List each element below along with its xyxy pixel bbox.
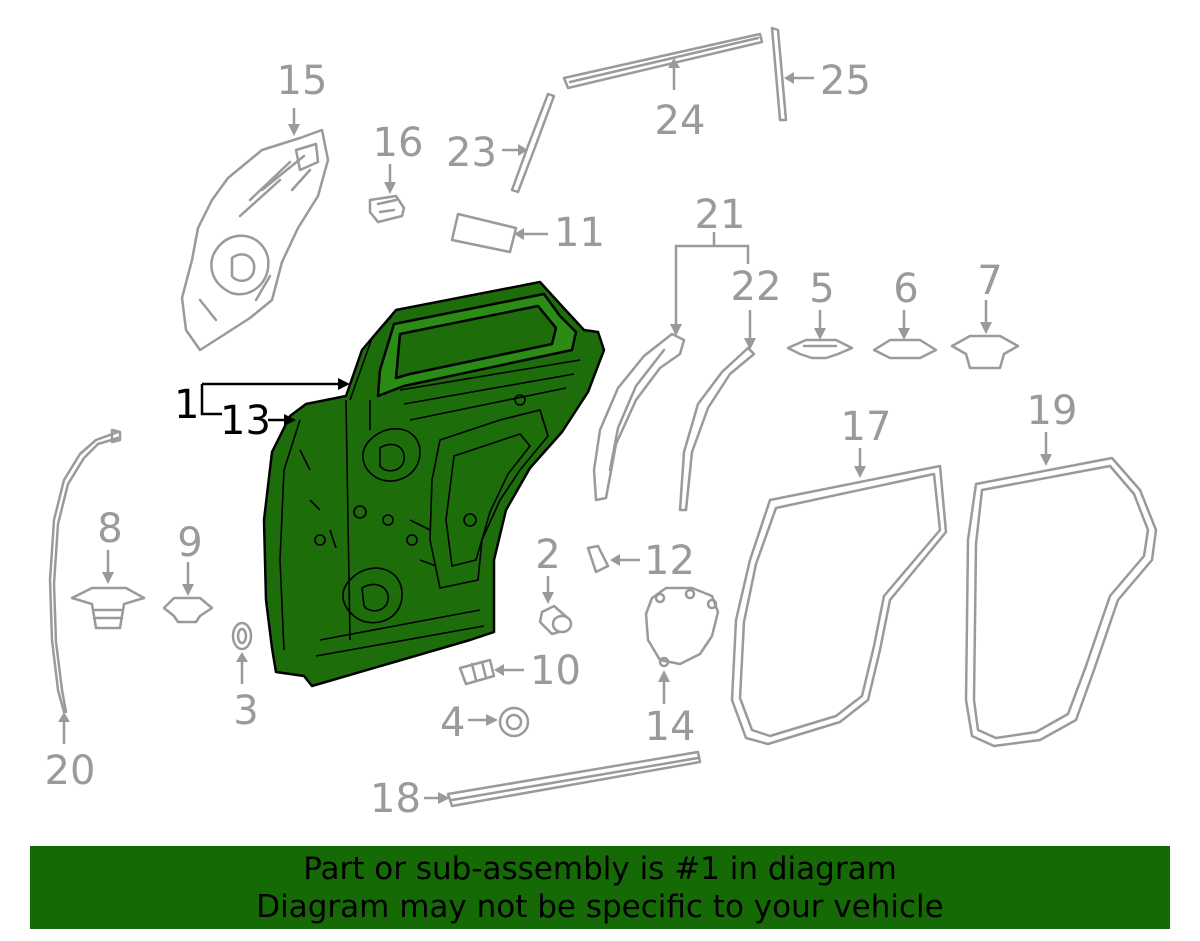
- part-24-belt-moulding[interactable]: [562, 32, 764, 90]
- arrow-19: [1040, 454, 1052, 466]
- part-2-bushing[interactable]: [538, 604, 573, 636]
- callout-22[interactable]: 22: [731, 264, 782, 310]
- callout-11[interactable]: 11: [554, 210, 605, 256]
- arrow-3: [236, 652, 248, 662]
- callout-9[interactable]: 9: [177, 520, 202, 566]
- part-5-plug[interactable]: [786, 338, 854, 360]
- arrow-5: [814, 328, 826, 340]
- leader-21: [674, 244, 750, 332]
- arrow-9: [182, 584, 194, 596]
- callout-24[interactable]: 24: [655, 98, 706, 144]
- banner-line-1: Part or sub-assembly is #1 in diagram: [303, 850, 897, 887]
- leader-1-bracket: [200, 384, 222, 416]
- part-23-run-channel[interactable]: [510, 92, 556, 194]
- info-banner: Part or sub-assembly is #1 in diagram Di…: [30, 846, 1170, 929]
- arrow-21: [670, 324, 682, 336]
- arrow-25: [784, 72, 794, 84]
- part-19-body-weatherstrip[interactable]: [964, 456, 1158, 748]
- banner-line-2: Diagram may not be specific to your vehi…: [256, 888, 944, 925]
- arrow-18: [438, 792, 450, 804]
- callout-14[interactable]: 14: [645, 704, 696, 750]
- part-18-lower-moulding[interactable]: [446, 750, 702, 808]
- callout-19[interactable]: 19: [1027, 388, 1078, 434]
- arrow-22: [744, 338, 756, 350]
- callout-12[interactable]: 12: [644, 538, 695, 584]
- arrow-20: [58, 712, 70, 722]
- callout-20[interactable]: 20: [45, 748, 96, 794]
- part-10-bracket[interactable]: [458, 658, 496, 686]
- part-17-door-weatherstrip[interactable]: [730, 464, 948, 746]
- callout-7[interactable]: 7: [977, 258, 1002, 304]
- arrow-12: [610, 554, 620, 566]
- arrow-8: [102, 572, 114, 584]
- callout-13[interactable]: 13: [220, 398, 271, 444]
- callout-5[interactable]: 5: [809, 266, 834, 312]
- callout-4[interactable]: 4: [440, 700, 465, 746]
- callout-21[interactable]: 21: [695, 192, 746, 238]
- callout-15[interactable]: 15: [277, 58, 328, 104]
- part-12-pad[interactable]: [586, 544, 610, 574]
- part-9-plug[interactable]: [162, 596, 214, 624]
- arrow-4: [486, 714, 498, 726]
- callout-2[interactable]: 2: [535, 532, 560, 578]
- callout-1[interactable]: 1: [174, 382, 199, 428]
- part-22-run-strip[interactable]: [678, 346, 756, 512]
- part-15-door-module-carrier[interactable]: [180, 128, 330, 352]
- callout-18[interactable]: 18: [370, 776, 421, 822]
- callout-3[interactable]: 3: [233, 688, 258, 734]
- arrow-1: [338, 378, 350, 390]
- part-4-grommet[interactable]: [498, 706, 530, 738]
- arrow-11: [514, 228, 524, 240]
- callout-16[interactable]: 16: [373, 120, 424, 166]
- part-3-grommet[interactable]: [231, 621, 253, 651]
- arrow-15: [288, 124, 300, 136]
- arrow-6: [898, 328, 910, 340]
- callout-10[interactable]: 10: [530, 648, 581, 694]
- callout-17[interactable]: 17: [841, 404, 892, 450]
- part-7-plug[interactable]: [950, 334, 1020, 370]
- callout-6[interactable]: 6: [893, 266, 918, 312]
- arrow-2: [542, 592, 554, 604]
- arrow-16: [384, 182, 396, 194]
- arrow-14: [658, 670, 670, 682]
- arrow-10: [494, 664, 504, 676]
- arrow-23: [518, 144, 528, 156]
- part-14-access-cover[interactable]: [644, 586, 720, 668]
- part-20-cable[interactable]: [48, 428, 122, 714]
- part-11-pad[interactable]: [450, 212, 518, 254]
- callout-23[interactable]: 23: [446, 130, 497, 176]
- arrow-24: [668, 58, 680, 68]
- arrow-17: [854, 466, 866, 478]
- part-16-clip[interactable]: [368, 194, 406, 224]
- part-1-door-shell[interactable]: [262, 280, 606, 688]
- part-8-clip[interactable]: [70, 586, 146, 630]
- arrow-13: [284, 414, 296, 426]
- part-6-plug[interactable]: [872, 338, 938, 360]
- part-21-pillar-garnish[interactable]: [592, 332, 686, 502]
- part-25-frame-trim[interactable]: [770, 26, 788, 122]
- callout-25[interactable]: 25: [820, 58, 871, 104]
- arrow-7: [980, 322, 992, 334]
- callout-8[interactable]: 8: [97, 506, 122, 552]
